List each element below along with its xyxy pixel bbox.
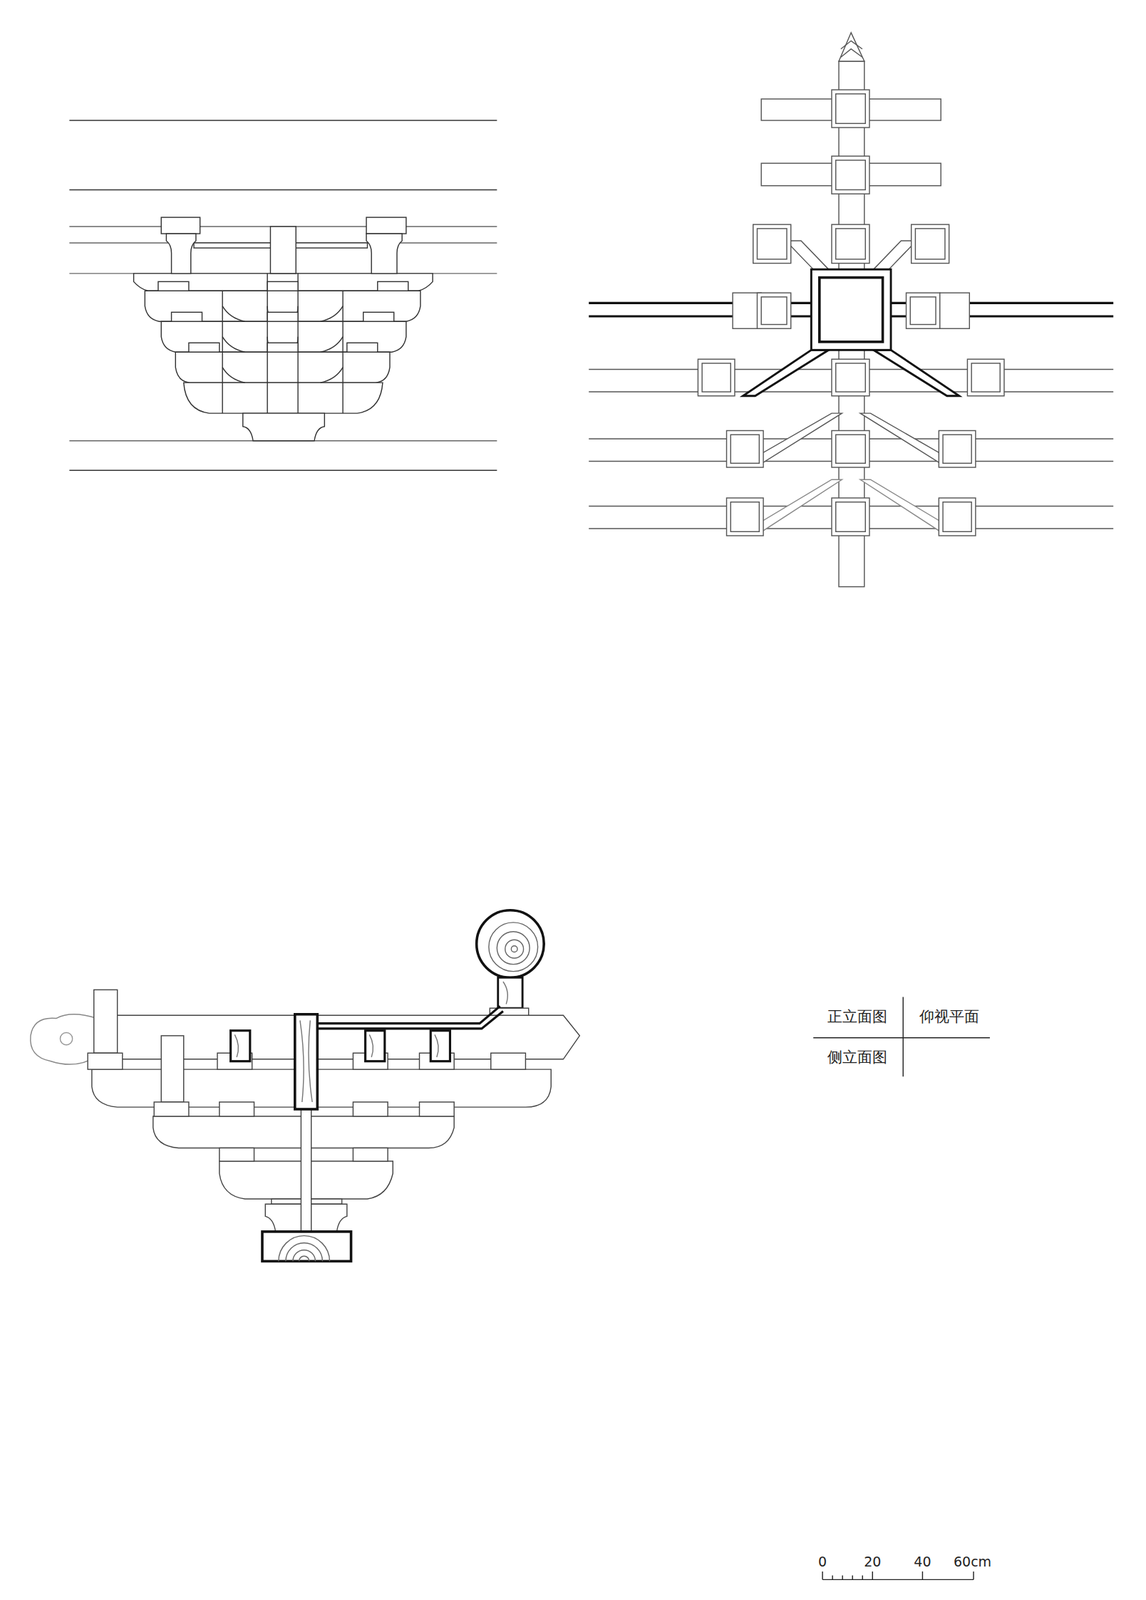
bottom-plan: [588, 32, 1114, 588]
front-elevation: [69, 120, 497, 471]
scale-number: 0: [816, 1554, 829, 1571]
scale-number: 60cm: [952, 1554, 993, 1571]
scale-number: 20: [862, 1554, 883, 1571]
view-title: 侧立面图: [826, 1049, 889, 1067]
legend-table: [813, 997, 990, 1077]
view-title: 正立面图: [826, 1008, 889, 1027]
view-title: 仰视平面: [917, 1008, 981, 1027]
side-elevation: [30, 910, 581, 1263]
scale-bar: [822, 1572, 974, 1581]
scale-number: 40: [912, 1554, 933, 1571]
